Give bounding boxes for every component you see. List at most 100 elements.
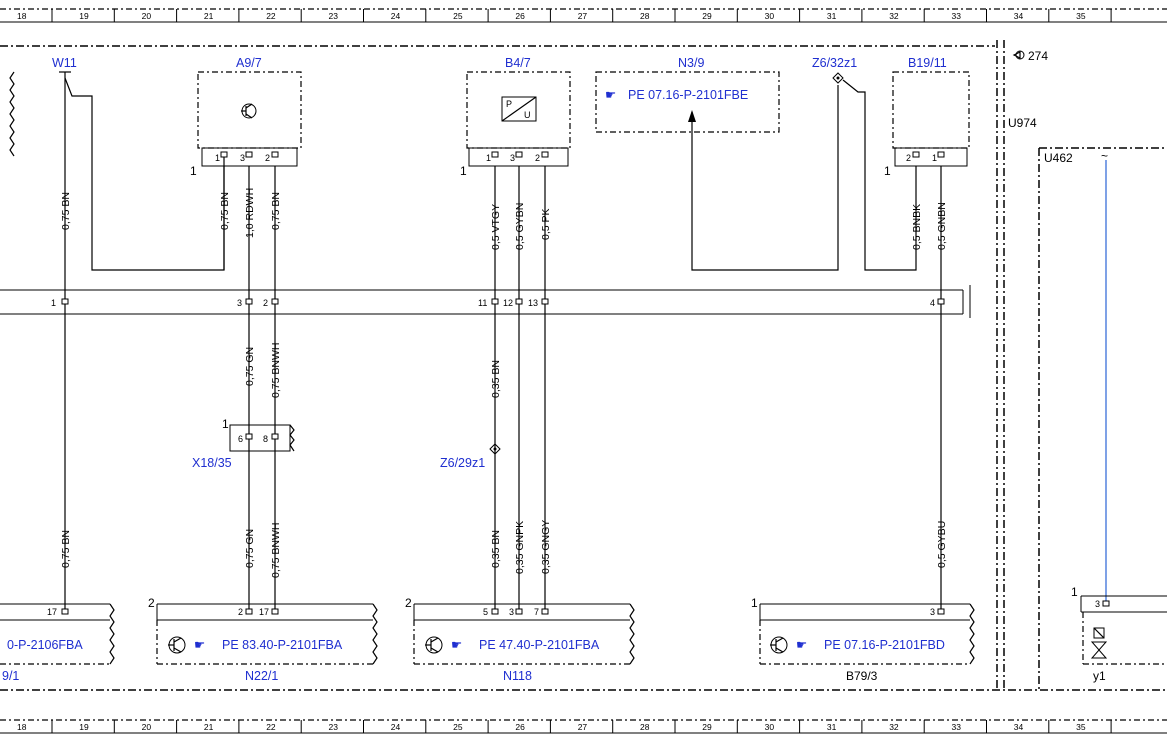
box-n3-9[interactable] — [595, 71, 780, 133]
a9-7-pin-2: 2 — [265, 153, 270, 163]
n3-9-ref[interactable]: PE 07.16-P-2101FBE — [628, 88, 748, 102]
wl-w11-top: 0,75 BN — [60, 192, 72, 230]
pin-marker — [271, 608, 279, 615]
grid-col-22: 22 — [266, 722, 276, 732]
grid-col-21: 21 — [204, 11, 214, 21]
pin-marker — [491, 151, 499, 158]
pin-marker — [220, 151, 228, 158]
label-b19-11: B19/11 — [908, 56, 947, 70]
x18-35-break — [289, 424, 295, 452]
n118-pin-3: 3 — [509, 607, 514, 617]
box-y1 — [1080, 595, 1167, 665]
tilde-icon: ~ — [1101, 149, 1108, 163]
wl-gnpk: 0,35 GNPK — [514, 521, 526, 574]
wl-x-bnwh-bot: 0,75 BNWH — [270, 523, 282, 578]
wl-x-gn-bot: 0,75 GN — [244, 529, 256, 568]
pin-marker — [61, 608, 69, 615]
pin-marker — [271, 433, 279, 440]
grid-col-22: 22 — [266, 11, 276, 21]
left-ref[interactable]: 0-P-2106FBA — [7, 638, 83, 652]
grid-col-20: 20 — [142, 722, 152, 732]
pin-marker — [491, 298, 499, 305]
b79-3-pin-3: 3 — [930, 607, 935, 617]
transistor-icon — [241, 103, 257, 119]
pin-marker — [491, 608, 499, 615]
wl-gnbn: 0,5 GNBN — [936, 202, 948, 250]
b19-11-pin-2: 2 — [906, 153, 911, 163]
pin-marker — [61, 298, 69, 305]
b79-3-ref[interactable]: PE 07.16-P-2101FBD — [824, 638, 945, 652]
label-z6-32z1: Z6/32z1 — [812, 56, 857, 70]
grid-col-20: 20 — [142, 11, 152, 21]
box-n118 — [413, 603, 635, 665]
grid-col-32: 32 — [889, 722, 899, 732]
conn-pin-11: 11 — [478, 298, 487, 308]
wl-x-bnwh-top: 0,75 BNWH — [270, 343, 282, 398]
grid-col-23: 23 — [329, 11, 339, 21]
wl-b47-p3: 0,5 GYBN — [514, 203, 526, 250]
n22-1-ref[interactable]: PE 83.40-P-2101FBA — [222, 638, 343, 652]
wl-bnbk: 0,5 BNBK — [911, 204, 923, 250]
wl-a97-p3: 1,0 RDWH — [244, 188, 256, 238]
splice-diamond-icon-2 — [489, 443, 501, 455]
label-n22-1: N22/1 — [245, 669, 278, 683]
n118-pin-5: 5 — [483, 607, 488, 617]
pin-marker — [541, 608, 549, 615]
label-x18-35: X18/35 — [192, 456, 232, 470]
wl-a97-p1: 0,75 BN — [219, 192, 231, 230]
n118-ref[interactable]: PE 47.40-P-2101FBA — [479, 638, 600, 652]
grid-col-19: 19 — [79, 11, 89, 21]
pin-markers — [61, 151, 1110, 615]
conn-pin-13: 13 — [528, 298, 538, 308]
pin-marker — [541, 298, 549, 305]
pin-marker — [271, 298, 279, 305]
grid-col-23: 23 — [329, 722, 339, 732]
grid-col-25: 25 — [453, 11, 463, 21]
grid-col-33: 33 — [952, 11, 962, 21]
label-u462: U462 — [1044, 151, 1073, 165]
a9-7-pin-3: 3 — [240, 153, 245, 163]
wire-z6-32z1 — [842, 79, 917, 271]
grid-col-24: 24 — [391, 722, 401, 732]
conn-pin-2: 2 — [263, 298, 268, 308]
wl-bn035-bot: 0,35 BN — [490, 530, 502, 568]
grid-col-29: 29 — [702, 722, 712, 732]
valve-icon — [1090, 627, 1108, 659]
b19-11-mark-1: 1 — [884, 164, 891, 178]
grid-col-18: 18 — [17, 11, 27, 21]
n118-pin-7: 7 — [534, 607, 539, 617]
x18-35-mark-1: 1 — [222, 417, 229, 431]
label-b79-3: B79/3 — [846, 669, 878, 683]
pin-marker — [515, 151, 523, 158]
grid-col-30: 30 — [765, 11, 775, 21]
left-break-zigzag — [9, 71, 15, 157]
box-b4-7 — [466, 71, 571, 149]
n118-mark-2: 2 — [405, 596, 412, 610]
grid-col-28: 28 — [640, 11, 650, 21]
n3-9-ref-icon: ☛ — [605, 88, 616, 102]
grid-col-24: 24 — [391, 11, 401, 21]
box-b79-3 — [759, 603, 975, 665]
b19-11-pin-1: 1 — [932, 153, 937, 163]
b4-7-pin-3: 3 — [510, 153, 515, 163]
grid-col-31: 31 — [827, 722, 837, 732]
box-n22-1 — [156, 603, 378, 665]
b4-7-mark-1: 1 — [460, 164, 467, 178]
pressure-sensor-icon: P U — [501, 96, 537, 122]
b19-11-connector — [894, 147, 968, 167]
x18-35-pin-8: 8 — [263, 434, 268, 444]
grid-col-33: 33 — [952, 722, 962, 732]
box-b19-11 — [892, 71, 970, 149]
b4-7-pin-1: 1 — [486, 153, 491, 163]
grid-col-21: 21 — [204, 722, 214, 732]
label-w11: W11 — [52, 56, 77, 70]
pin-marker — [912, 151, 920, 158]
n22-1-pin-2: 2 — [238, 607, 243, 617]
pin-marker — [937, 608, 945, 615]
arrow-up-icon — [688, 110, 696, 122]
label-n3-9: N3/9 — [678, 56, 704, 70]
pin-marker — [937, 151, 945, 158]
wl-b47-p2: 0,5 PK — [540, 208, 552, 240]
box-a9-7 — [197, 71, 302, 149]
